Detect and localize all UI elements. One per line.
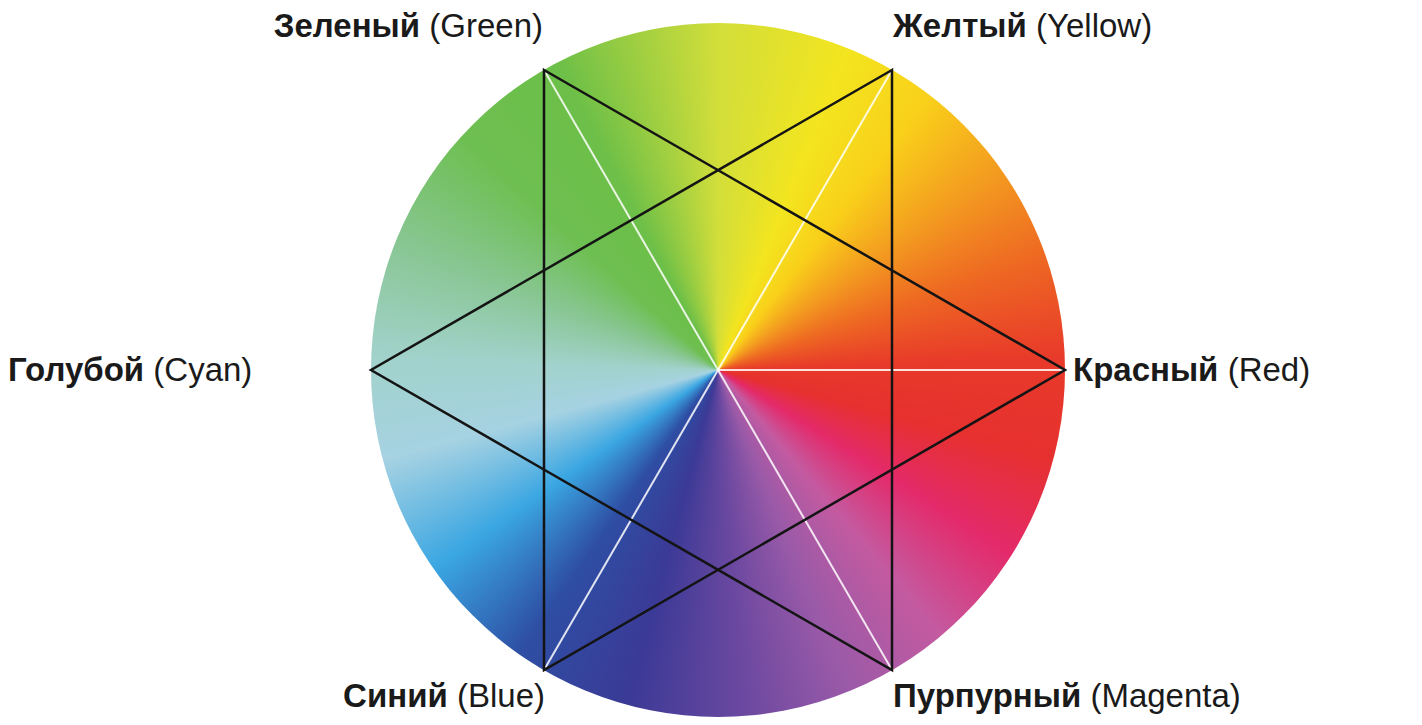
color-name-english: (Red): [1228, 350, 1311, 390]
color-name-english: (Green): [429, 6, 543, 46]
color-label: Желтый(Yellow): [893, 6, 1152, 46]
color-label: Зеленый(Green): [274, 6, 543, 46]
radial-lines: [544, 70, 1065, 670]
color-name: Желтый: [893, 6, 1027, 46]
color-name-english: (Magenta): [1090, 676, 1240, 716]
color-label: Синий(Blue): [343, 676, 545, 716]
color-name: Красный: [1073, 350, 1218, 390]
color-name: Синий: [343, 676, 448, 716]
color-label: Пурпурный(Magenta): [893, 676, 1241, 716]
color-name-english: (Blue): [457, 676, 545, 716]
color-name: Пурпурный: [893, 676, 1081, 716]
star-triangles: [371, 70, 1065, 670]
color-label: Красный(Red): [1073, 350, 1310, 390]
color-label: Голубой(Cyan): [8, 350, 252, 390]
color-name: Голубой: [8, 350, 144, 390]
color-name-english: (Yellow): [1036, 6, 1152, 46]
color-name-english: (Cyan): [153, 350, 252, 390]
color-name: Зеленый: [274, 6, 420, 46]
